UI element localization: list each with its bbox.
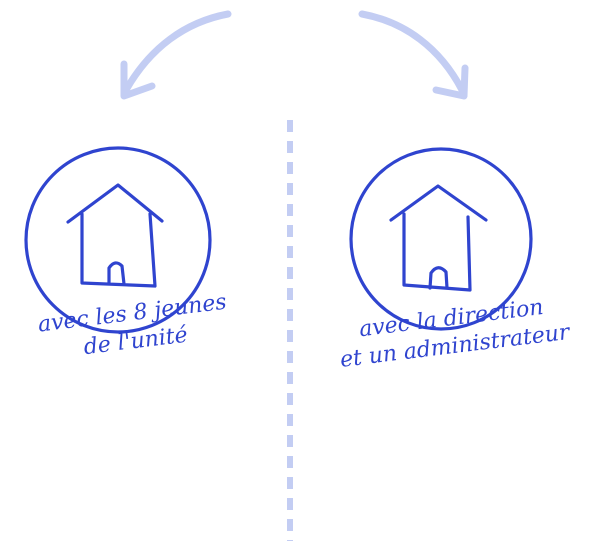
curved-arrow-right-icon [358, 10, 469, 100]
curved-arrow-left-icon [120, 10, 232, 100]
house-icon [66, 183, 164, 288]
right-badge-circle [349, 147, 533, 331]
left-house-badge [24, 146, 212, 334]
house-icon [389, 184, 488, 292]
right-house-badge [349, 147, 533, 331]
left-badge-circle [24, 146, 212, 334]
